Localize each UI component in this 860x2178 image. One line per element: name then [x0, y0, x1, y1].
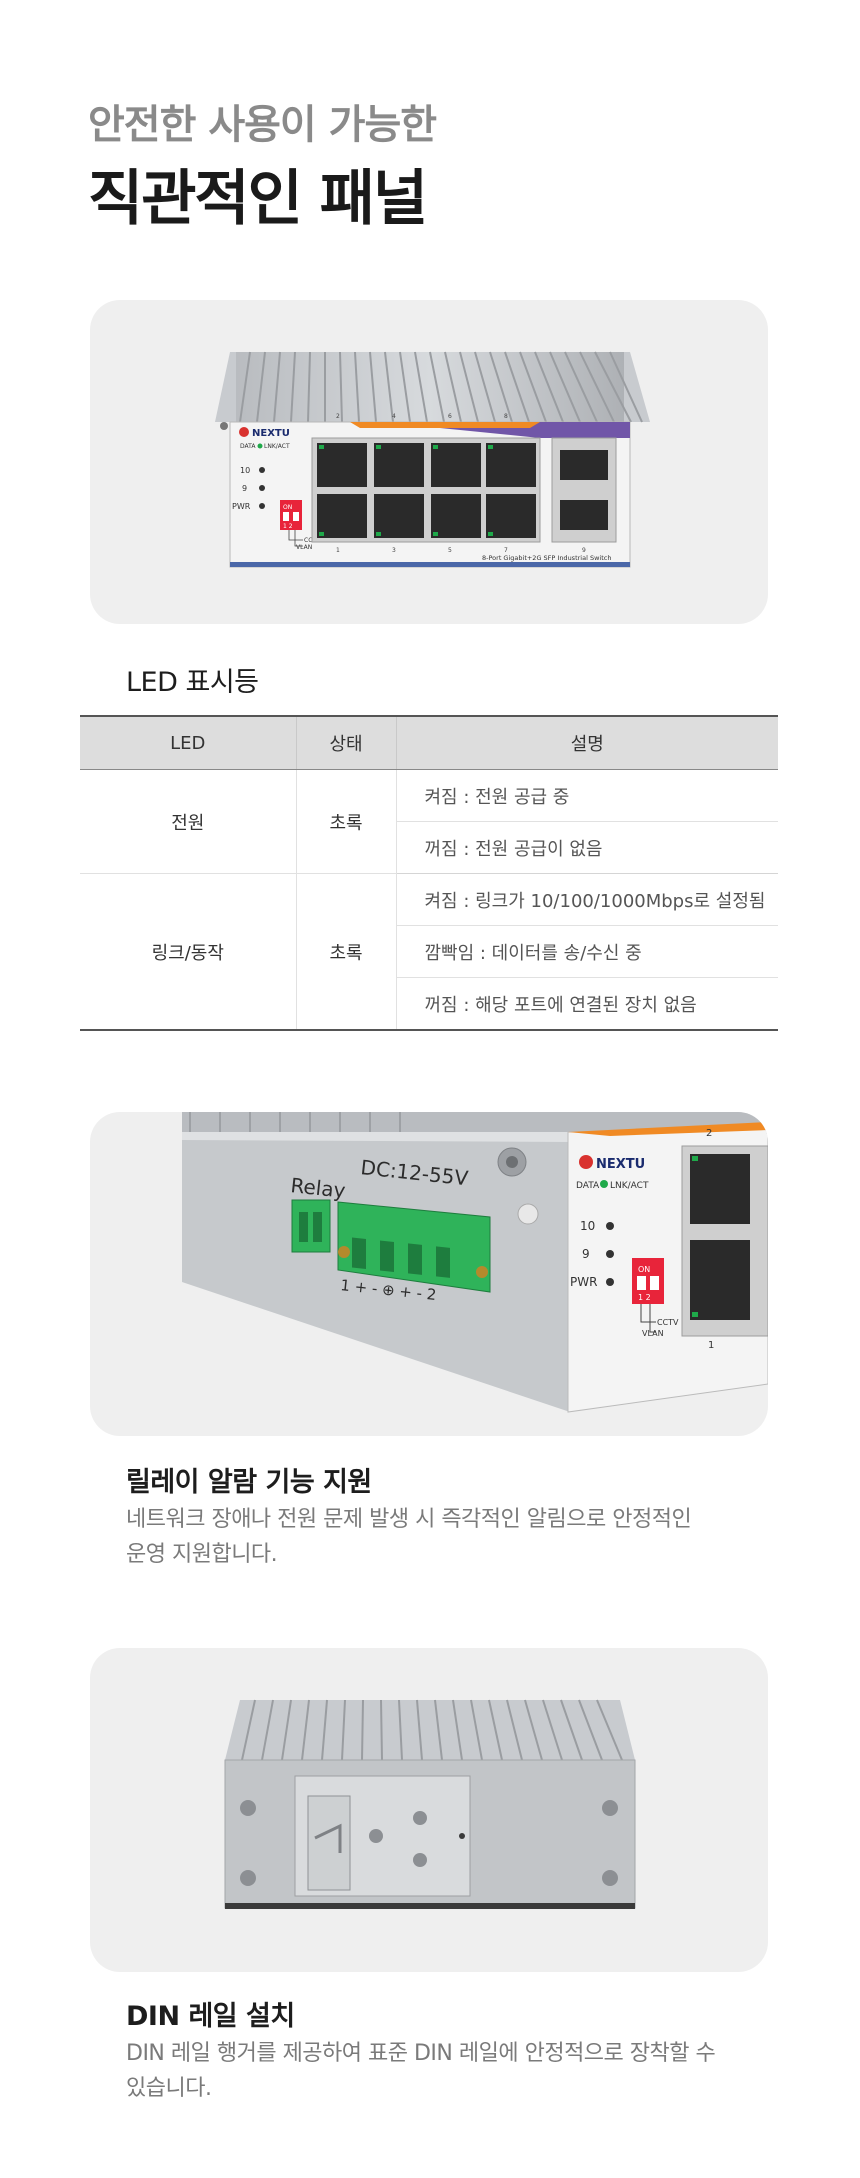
relay-panel-image: Relay DC:12-55V 1 + - ⊕ + - 2 NEXTU DATA…	[90, 1112, 768, 1436]
rj45-port-icon	[486, 443, 536, 487]
rj45-port-block	[311, 437, 541, 543]
led-label-10: 10	[240, 466, 250, 475]
dip-on-label: ON	[638, 1265, 650, 1274]
desc-cell: 깜빡임 : 데이터를 송/수신 중	[396, 925, 778, 978]
din-body-line-1: DIN 레일 행거를 제공하여 표준 DIN 레일에 안정적으로 장착할 수	[126, 2041, 716, 2066]
relay-body-line-2: 운영 지원합니다.	[126, 1542, 278, 1567]
desc-cell: 켜짐 : 링크가 10/100/1000Mbps로 설정됨	[396, 873, 778, 926]
table-row: 깜빡임 : 데이터를 송/수신 중	[80, 925, 778, 978]
brand-logo-icon	[579, 1155, 593, 1169]
rj45-port-icon	[690, 1154, 750, 1224]
port-num-1: 1	[708, 1340, 714, 1351]
data-label: DATA	[576, 1181, 600, 1191]
rj45-port-icon	[431, 494, 481, 538]
port-num-2: 2	[706, 1128, 712, 1139]
port-num-3: 3	[392, 547, 396, 554]
din-section-body: DIN 레일 행거를 제공하여 표준 DIN 레일에 안정적으로 장착할 수 있…	[126, 2036, 746, 2106]
port-num-7: 7	[504, 547, 508, 554]
led-pwr-icon	[259, 503, 265, 509]
switch-rear-illustration	[224, 1699, 636, 1909]
sfp-port-num: 9	[582, 547, 586, 554]
switch-side-illustration: Relay DC:12-55V 1 + - ⊕ + - 2 NEXTU DATA…	[182, 1112, 768, 1413]
port-num-4: 4	[392, 413, 396, 420]
rj45-port-icon	[431, 443, 481, 487]
column-header-desc: 설명	[396, 715, 778, 770]
rj45-port-icon	[486, 494, 536, 538]
dip-num-label: 1 2	[638, 1293, 651, 1302]
brand-logo-icon	[239, 427, 249, 437]
rj45-port-icon	[374, 494, 424, 538]
data-led-icon	[257, 443, 263, 449]
port-num-8: 8	[504, 413, 508, 420]
led-9-icon	[606, 1250, 614, 1258]
hero-subtitle: 안전한 사용이 가능한	[88, 102, 437, 148]
heatsink-fins	[236, 351, 643, 423]
port-num-5: 5	[448, 547, 452, 554]
data-label: DATA	[240, 443, 256, 450]
switch-front-illustration: NEXTU DATA LNK/ACT 10 9 PWR ON 1 2 CCTV …	[215, 351, 650, 568]
led-cell-link: 링크/동작	[80, 873, 297, 1031]
led-label-pwr: PWR	[570, 1275, 597, 1289]
table-row: 전원 초록 켜짐 : 전원 공급 중	[80, 769, 778, 874]
desc-cell: 켜짐 : 전원 공급 중	[396, 769, 778, 822]
dip-num-label: 1 2	[283, 523, 293, 530]
led-section-heading: LED 표시등	[126, 667, 259, 698]
led-label-10: 10	[580, 1219, 595, 1233]
lnk-label: LNK/ACT	[264, 443, 290, 450]
data-led-icon	[600, 1180, 608, 1188]
relay-section-body: 네트워크 장애나 전원 문제 발생 시 즉각적인 알림으로 안정적인 운영 지원…	[126, 1502, 746, 1572]
rj45-port-icon	[374, 443, 424, 487]
rear-screws	[240, 1800, 618, 1886]
led-label-pwr: PWR	[232, 502, 251, 511]
front-panel-image: NEXTU DATA LNK/ACT 10 9 PWR ON 1 2 CCTV …	[90, 300, 768, 624]
led-10-icon	[606, 1222, 614, 1230]
led-label-9: 9	[582, 1247, 590, 1261]
table-row: 링크/동작 초록 켜짐 : 링크가 10/100/1000Mbps로 설정됨	[80, 873, 778, 1031]
port-num-2: 2	[336, 413, 340, 420]
din-rail-clip-icon	[294, 1775, 471, 1897]
led-cell-power: 전원	[80, 769, 297, 874]
rj45-port-icon	[317, 443, 367, 487]
port-num-1: 1	[336, 547, 340, 554]
brand-text: NEXTU	[596, 1157, 645, 1172]
vlan-label: VLAN	[642, 1329, 664, 1338]
hero-title: 직관적인 패널	[88, 164, 428, 234]
desc-cell: 꺼짐 : 전원 공급이 없음	[396, 821, 778, 874]
lnk-label: LNK/ACT	[610, 1181, 649, 1191]
dc-terminal-block-icon	[337, 1201, 491, 1293]
din-section-heading: DIN 레일 설치	[126, 2001, 295, 2032]
relay-label: Relay	[289, 1173, 346, 1203]
sfp-port-block	[551, 437, 617, 543]
dip-on-label: ON	[283, 504, 292, 511]
table-header-row: LED 상태 설명	[80, 715, 778, 770]
relay-section-heading: 릴레이 알람 기능 지원	[126, 1467, 372, 1498]
model-text: 8-Port Gigabit+2G SFP Industrial Switch	[482, 554, 611, 562]
dip-switch-icon	[280, 500, 302, 530]
state-cell-link: 초록	[296, 873, 397, 1031]
led-10-icon	[259, 467, 265, 473]
led-label-9: 9	[242, 484, 247, 493]
led-9-icon	[259, 485, 265, 491]
port-num-6: 6	[448, 413, 452, 420]
led-status-table: LED 상태 설명 전원 초록 켜짐 : 전원 공급 중 꺼짐 : 전원 공급이…	[80, 715, 778, 1031]
rj45-port-icon	[317, 494, 367, 538]
cctv-label: CCTV	[657, 1318, 679, 1327]
led-pwr-icon	[606, 1278, 614, 1286]
sfp-port-icon	[560, 500, 608, 530]
column-header-led: LED	[80, 715, 297, 770]
relay-body-line-1: 네트워크 장애나 전원 문제 발생 시 즉각적인 알림으로 안정적인	[126, 1507, 692, 1532]
rj45-port-icon	[690, 1240, 750, 1320]
relay-terminal-icon	[291, 1199, 331, 1253]
din-rail-image	[90, 1648, 768, 1972]
table-row: 꺼짐 : 전원 공급이 없음	[80, 821, 778, 874]
din-body-line-2: 있습니다.	[126, 2076, 212, 2101]
table-row: 꺼짐 : 해당 포트에 연결된 장치 없음	[80, 977, 778, 1031]
desc-cell: 꺼짐 : 해당 포트에 연결된 장치 없음	[396, 977, 778, 1031]
column-header-state: 상태	[296, 715, 397, 770]
vlan-label: VLAN	[296, 544, 312, 551]
state-cell-power: 초록	[296, 769, 397, 874]
brand-text: NEXTU	[252, 428, 290, 439]
sfp-port-icon	[560, 450, 608, 480]
